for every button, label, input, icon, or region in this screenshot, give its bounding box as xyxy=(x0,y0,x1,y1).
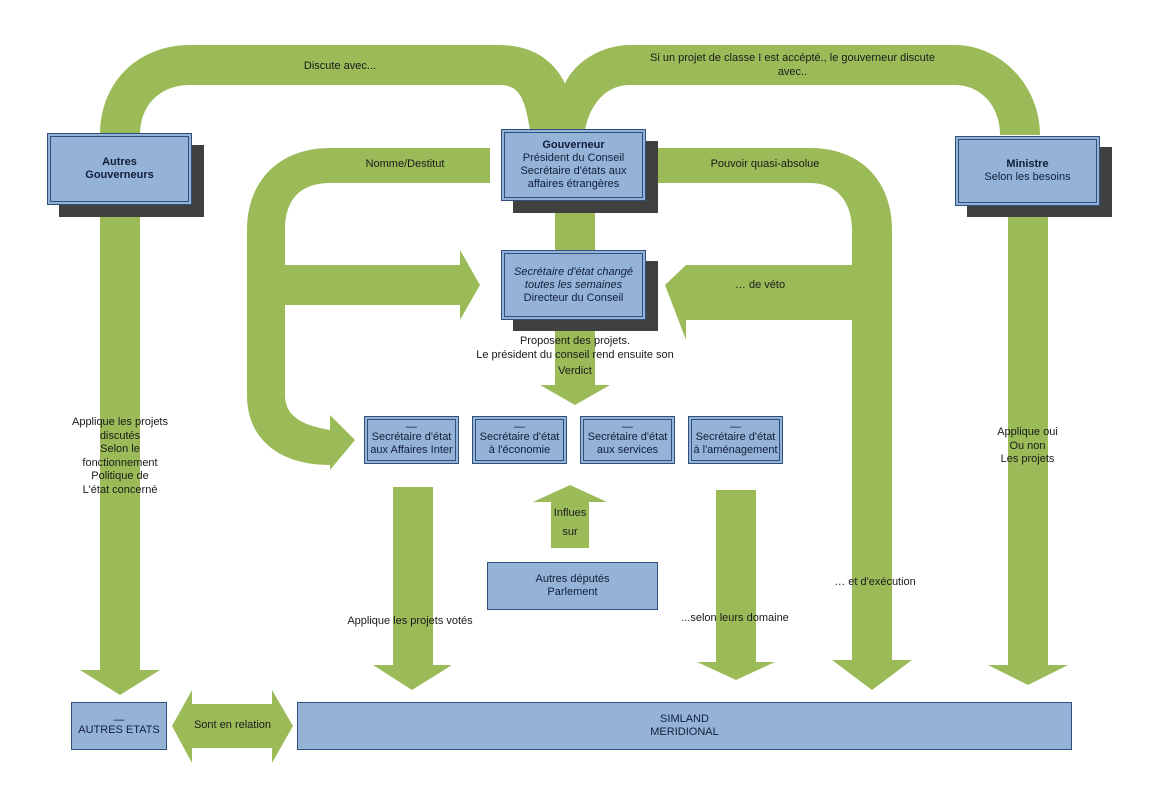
label-line: fonctionnement xyxy=(82,456,158,469)
node-line: Secrétaire d'états aux xyxy=(520,165,627,177)
label-proposent: Proposent des projets. Le président du c… xyxy=(470,335,680,379)
node-ministre[interactable]: Ministre Selon les besoins xyxy=(955,136,1100,206)
label-line: Proposent des projets. xyxy=(519,335,631,347)
node-line-italic: Secrétaire d'état changé xyxy=(514,265,633,278)
label-line: Verdict xyxy=(558,365,592,377)
node-title: Autres xyxy=(102,156,137,168)
label-applique-discutes: Applique les projets discutés Selon le f… xyxy=(60,416,180,497)
node-sec-affaires-inter[interactable]: — Secrétaire d'état aux Affaires Inter xyxy=(364,416,459,464)
label-discute-avec: Discute avec... xyxy=(303,60,377,72)
node-line: Secrétaire d'état xyxy=(371,431,452,443)
node-autres-etats[interactable]: — AUTRES ETATS xyxy=(71,702,167,750)
node-sec-economie[interactable]: — Secrétaire d'état à l'économie xyxy=(472,416,567,464)
label-line: avec.. xyxy=(777,65,808,78)
label-line: Influes xyxy=(553,507,587,519)
label-line: Selon le xyxy=(100,443,140,455)
node-line-italic: toutes les semaines xyxy=(524,278,623,291)
node-line: Secrétaire d'état xyxy=(587,431,668,443)
label-line: Le président du conseil rend ensuite son xyxy=(476,348,674,361)
node-line: Selon les besoins xyxy=(984,171,1071,183)
label-line: discutés xyxy=(99,429,141,442)
label-de-veto: … de véto xyxy=(734,279,786,291)
label-applique-oui: Applique oui Ou non Les projets xyxy=(985,426,1070,467)
label-influes-sur: Influes sur xyxy=(540,504,600,542)
node-line: affaires étrangères xyxy=(527,178,620,190)
node-dash: — xyxy=(622,421,633,433)
label-line: Les projets xyxy=(1000,453,1055,465)
node-dash: — xyxy=(730,421,741,433)
arrow-selon-domaine xyxy=(697,490,775,680)
node-line: Parlement xyxy=(547,586,598,598)
node-line: MERIDIONAL xyxy=(650,726,719,738)
arrow-applique-votes xyxy=(373,487,452,690)
label-line: Si un projet de classe I est accépté., l… xyxy=(650,52,935,64)
label-applique-votes: Applique les projets votés xyxy=(347,615,473,627)
node-title: Ministre xyxy=(1006,158,1049,170)
label-sont-en-relation: Sont en relation xyxy=(193,719,272,731)
node-dash: — xyxy=(514,421,525,433)
arrow-pouvoir-quasi-absolue xyxy=(655,148,912,690)
node-line: Président du Conseil xyxy=(522,152,625,164)
node-simland-meridional[interactable]: SIMLAND MERIDIONAL xyxy=(297,702,1072,750)
node-gouverneur[interactable]: Gouverneur Président du Conseil Secrétai… xyxy=(501,129,646,201)
node-line: SIMLAND xyxy=(660,713,709,725)
arrow-autres-gouv-to-etats xyxy=(80,210,160,695)
node-autres-deputes[interactable]: Autres députés Parlement xyxy=(487,562,658,610)
arrow-ministre-to-simland xyxy=(988,205,1068,685)
label-pouvoir-quasi-absolue: Pouvoir quasi-absolue xyxy=(710,158,820,170)
node-line: à l'aménagement xyxy=(693,444,778,456)
node-sec-amenagement[interactable]: — Secrétaire d'état à l'aménagement xyxy=(688,416,783,464)
label-line: Ou non xyxy=(1009,439,1046,452)
node-line: Directeur du Conseil xyxy=(523,291,624,304)
label-si-projet: Si un projet de classe I est accépté., l… xyxy=(630,52,955,79)
arrow-si-projet xyxy=(560,45,1040,135)
node-secretaire-change[interactable]: Secrétaire d'état changé toutes les sema… xyxy=(501,250,646,320)
node-line: Autres députés xyxy=(535,573,610,585)
arrow-discute-avec xyxy=(100,45,570,135)
node-line: à l'économie xyxy=(488,444,551,456)
label-line: L'état concerné xyxy=(82,483,158,496)
node-line: AUTRES ETATS xyxy=(78,723,160,736)
node-autres-gouverneurs[interactable]: Autres Gouverneurs xyxy=(47,133,192,205)
node-title: Gouverneur xyxy=(542,139,605,151)
label-execution: … et d'exécution xyxy=(834,576,916,588)
node-title: Gouverneurs xyxy=(85,169,154,181)
arrow-verdict xyxy=(540,320,610,405)
label-selon-domaine: ...selon leurs domaine xyxy=(681,612,789,624)
label-line: Applique les projets xyxy=(71,416,168,428)
label-line: sur xyxy=(562,526,578,538)
node-sec-services[interactable]: — Secrétaire d'état aux services xyxy=(580,416,675,464)
node-dash: — xyxy=(113,713,125,726)
label-nomme-destitut: Nomme/Destitut xyxy=(365,158,445,170)
node-line: Secrétaire d'état xyxy=(479,431,560,443)
arrow-sont-en-relation xyxy=(172,690,293,763)
node-line: aux services xyxy=(596,444,659,456)
arrow-nomme-destitut xyxy=(247,148,490,470)
node-line: aux Affaires Inter xyxy=(370,444,453,456)
node-line: Secrétaire d'état xyxy=(695,431,776,443)
label-line: Politique de xyxy=(91,470,149,482)
label-line: Applique oui xyxy=(997,426,1058,438)
arrow-influes-sur xyxy=(533,485,607,548)
node-dash: — xyxy=(406,421,417,433)
